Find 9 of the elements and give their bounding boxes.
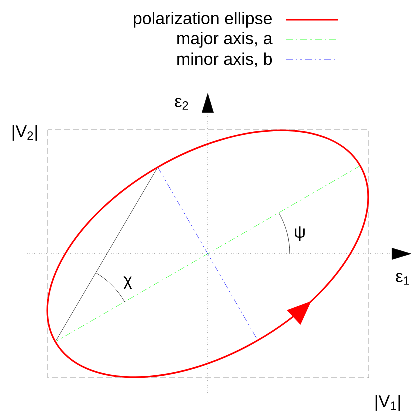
- angle-label: χ: [124, 276, 132, 290]
- axis-label: |V$_{2}$|: [12, 125, 38, 141]
- legend-entry: polarization ellipse: [134, 12, 338, 28]
- legend-entry: major axis, a: [178, 32, 338, 48]
- legend-entry: minor axis, b: [178, 52, 338, 68]
- angle-label: ψ: [295, 226, 305, 242]
- axis-label: ε$_{1}$: [396, 273, 410, 285]
- axis-label: ε$_{2}$: [175, 98, 188, 110]
- axis-label: |V$_{1}$|: [376, 395, 400, 411]
